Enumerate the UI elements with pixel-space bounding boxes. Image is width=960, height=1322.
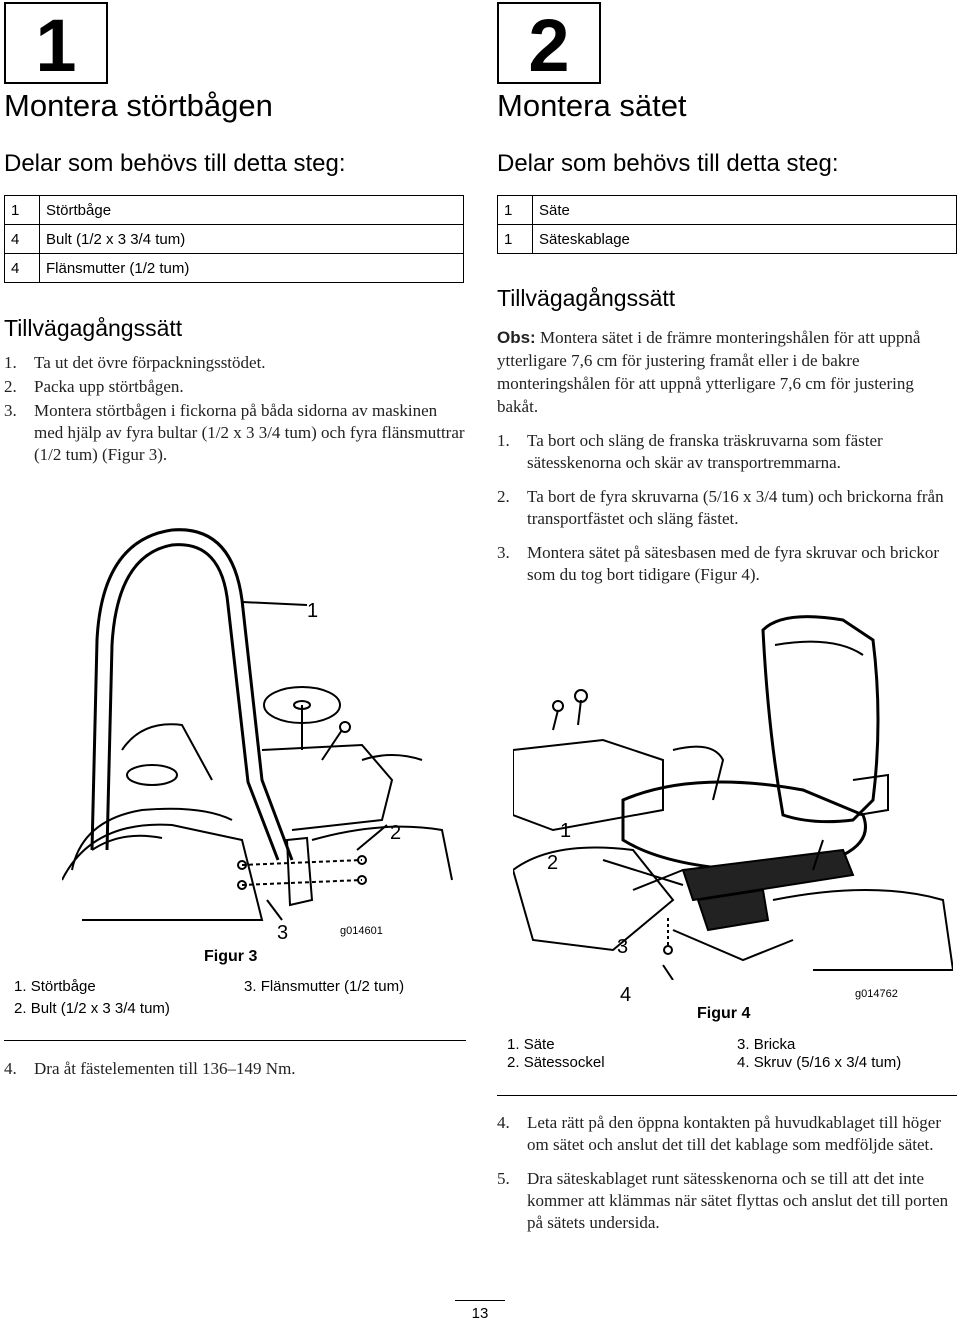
step-number-box: 1 (4, 2, 108, 87)
parts-name: Flänsmutter (1/2 tum) (39, 253, 464, 283)
parts-qty: 4 (4, 224, 40, 254)
step-text: Montera störtbågen i fickorna på båda si… (34, 401, 465, 464)
step-number-box: 2 (497, 2, 601, 87)
figure-title: Figur 3 (204, 948, 258, 965)
divider (4, 1040, 466, 1041)
callout-1: 1 (560, 820, 572, 842)
step-text: Leta rätt på den öppna kontakten på huvu… (527, 1113, 942, 1154)
note-paragraph: Obs: Montera sätet i de främre montering… (497, 326, 957, 418)
step-num: 4. (497, 1113, 510, 1132)
legend-item: 1. Säte (507, 1036, 555, 1053)
parts-qty: 4 (4, 253, 40, 283)
step-num: 2. (4, 377, 17, 396)
rollbar-illustration (62, 528, 453, 921)
list-item: 3. Montera störtbågen i fickorna på båda … (4, 400, 466, 466)
section-title: Montera störtbågen (4, 88, 273, 123)
divider (497, 1095, 957, 1096)
step-num: 3. (497, 543, 510, 562)
callout-1: 1 (307, 600, 319, 622)
legend-item: 4. Skruv (5/16 x 3/4 tum) (737, 1054, 902, 1071)
step-text: Ta bort de fyra skruvarna (5/16 x 3/4 tu… (527, 487, 944, 528)
procedure-steps-cont: 4. Dra åt fästelementen till 136–149 Nm. (4, 1058, 466, 1088)
step-num: 5. (497, 1169, 510, 1188)
list-item: 1. Ta bort och släng de franska träskruva… (497, 430, 957, 474)
parts-heading: Delar som behövs till detta steg: (4, 150, 346, 177)
parts-name: Bult (1/2 x 3 3/4 tum) (39, 224, 464, 254)
list-item: 2. Packa upp störtbågen. (4, 376, 466, 398)
list-item: 2. Ta bort de fyra skruvarna (5/16 x 3/4 … (497, 486, 957, 530)
parts-qty: 1 (4, 195, 40, 225)
parts-name: Säte (532, 195, 957, 225)
callout-3: 3 (617, 936, 629, 958)
parts-qty: 1 (497, 224, 533, 254)
procedure-heading: Tillvägagångssätt (4, 315, 183, 341)
parts-heading: Delar som behövs till detta steg: (497, 150, 839, 177)
legend-item: 3. Flänsmutter (1/2 tum) (244, 978, 405, 995)
legend-item: 2. Bult (1/2 x 3 3/4 tum) (14, 1000, 170, 1017)
list-item: 4. Dra åt fästelementen till 136–149 Nm. (4, 1058, 466, 1080)
legend-item: 3. Bricka (737, 1036, 796, 1053)
step-text: Ta ut det övre förpackningsstödet. (34, 353, 266, 372)
step-num: 2. (497, 487, 510, 506)
step-num: 4. (4, 1059, 17, 1078)
section-title: Montera sätet (497, 88, 687, 123)
step-num: 3. (4, 401, 17, 420)
step-text: Packa upp störtbågen. (34, 377, 184, 396)
procedure-steps-cont: 4. Leta rätt på den öppna kontakten på hu… (497, 1112, 959, 1242)
page-number: 13 (455, 1300, 505, 1322)
legend-item: 1. Störtbåge (14, 978, 96, 995)
procedure-steps: 1. Ta bort och släng de franska träskruva… (497, 430, 957, 594)
callout-2: 2 (390, 822, 402, 844)
step-text: Montera sätet på sätesbasen med de fyra … (527, 543, 940, 584)
note-label: Obs: (497, 328, 536, 347)
figure-gnum: g014762 (855, 988, 898, 1000)
list-item: 5. Dra säteskablaget runt sätesskenorna o… (497, 1168, 959, 1234)
list-item: 1. Ta ut det övre förpackningsstödet. (4, 352, 466, 374)
procedure-heading: Tillvägagångssätt (497, 285, 676, 311)
step-text: Ta bort och släng de franska träskruvarn… (527, 431, 883, 472)
legend-item: 2. Sätessockel (507, 1054, 605, 1071)
list-item: 3. Montera sätet på sätesbasen med de fyr… (497, 542, 957, 586)
callout-4: 4 (620, 984, 632, 1006)
procedure-steps: 1. Ta ut det övre förpackningsstödet. 2. P… (4, 352, 466, 474)
callout-3: 3 (277, 922, 289, 944)
callout-2: 2 (547, 852, 559, 874)
seat-illustration (513, 615, 953, 980)
list-item: 4. Leta rätt på den öppna kontakten på hu… (497, 1112, 959, 1156)
parts-name: Störtbåge (39, 195, 464, 225)
parts-qty: 1 (497, 195, 533, 225)
step-num: 1. (497, 431, 510, 450)
figure-title: Figur 4 (697, 1005, 751, 1022)
parts-name: Säteskablage (532, 224, 957, 254)
step-text: Dra åt fästelementen till 136–149 Nm. (34, 1059, 296, 1078)
figure-gnum: g014601 (340, 925, 383, 937)
step-num: 1. (4, 353, 17, 372)
note-text: Montera sätet i de främre monteringshåle… (497, 328, 921, 416)
step-text: Dra säteskablaget runt sätesskenorna och… (527, 1169, 949, 1232)
